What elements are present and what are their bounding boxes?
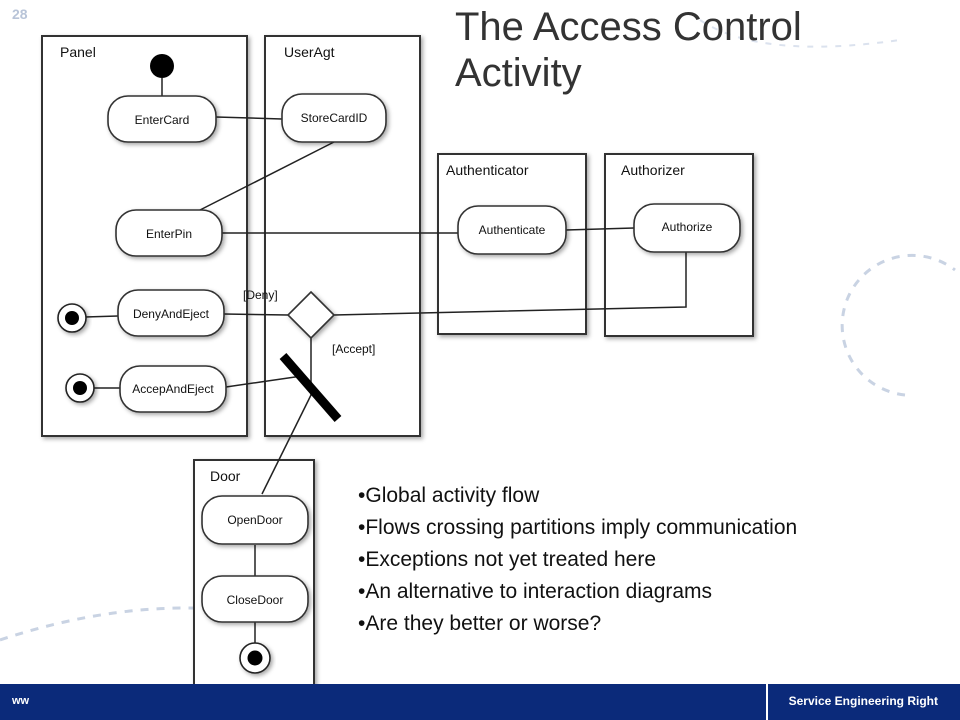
action-accepandeject: AccepAndEject	[119, 365, 227, 413]
action-enterpin: EnterPin	[115, 209, 223, 257]
bullet-item: Global activity flow	[358, 480, 797, 512]
partition-panel-label: Panel	[60, 44, 96, 60]
action-authenticate: Authenticate	[457, 205, 567, 255]
initial-node	[150, 54, 174, 78]
slide-title: The Access Control Activity	[455, 4, 935, 96]
decision-node	[286, 290, 336, 340]
action-storecardid-label: StoreCardID	[301, 111, 368, 125]
action-authorize: Authorize	[633, 203, 741, 253]
flow-entercard-to-storecardid	[215, 116, 283, 120]
footer-right-text: Service Engineering Right	[788, 694, 938, 708]
partition-useragt-label: UserAgt	[284, 44, 335, 60]
flow-fork-to-opendoor	[261, 392, 313, 495]
partition-authenticator-label: Authenticator	[446, 162, 529, 178]
action-authorize-label: Authorize	[662, 220, 713, 234]
action-authenticate-label: Authenticate	[479, 223, 546, 237]
footer-bar: ww Service Engineering Right	[0, 684, 960, 720]
action-denyandeject-label: DenyAndEject	[133, 307, 210, 321]
action-enterpin-label: EnterPin	[146, 227, 192, 241]
flow-authorize-to-decision	[333, 252, 687, 316]
bullet-item: An alternative to interaction diagrams	[358, 576, 797, 608]
action-entercard-label: EnterCard	[135, 113, 190, 127]
title-line-2: Activity	[455, 51, 582, 95]
action-entercard: EnterCard	[107, 95, 217, 143]
action-accepandeject-label: AccepAndEject	[132, 382, 214, 396]
slide-number: 28	[12, 6, 28, 22]
bullet-item: Are they better or worse?	[358, 608, 797, 640]
action-closedoor: CloseDoor	[201, 575, 309, 623]
bullet-list: Global activity flow Flows crossing part…	[358, 480, 797, 640]
fork-bar	[279, 353, 342, 422]
flow-decision-to-denyandeject	[223, 313, 289, 316]
flow-fork-to-accepandeject	[225, 375, 303, 388]
final-node-door	[239, 642, 271, 674]
action-denyandeject: DenyAndEject	[117, 289, 225, 337]
action-storecardid: StoreCardID	[281, 93, 387, 143]
title-line-1: The Access Control	[455, 5, 802, 49]
flow-storecardid-to-enterpin	[199, 141, 335, 211]
action-closedoor-label: CloseDoor	[227, 593, 284, 607]
final-node-accept	[65, 373, 95, 403]
action-opendoor: OpenDoor	[201, 495, 309, 545]
guard-accept: [Accept]	[332, 342, 375, 356]
footer-left-text: ww	[12, 695, 30, 707]
action-opendoor-label: OpenDoor	[227, 513, 282, 527]
bullet-item: Exceptions not yet treated here	[358, 544, 797, 576]
final-node-deny	[57, 303, 87, 333]
partition-authorizer-label: Authorizer	[621, 162, 685, 178]
guard-deny: [Deny]	[243, 288, 278, 302]
flow-authenticate-to-authorize	[565, 227, 635, 231]
partition-door-label: Door	[210, 468, 241, 484]
bullet-item: Flows crossing partitions imply communic…	[358, 512, 797, 544]
footer-divider	[766, 684, 768, 720]
flow-denyandeject-to-end	[84, 315, 119, 318]
flow-lines	[84, 78, 687, 643]
